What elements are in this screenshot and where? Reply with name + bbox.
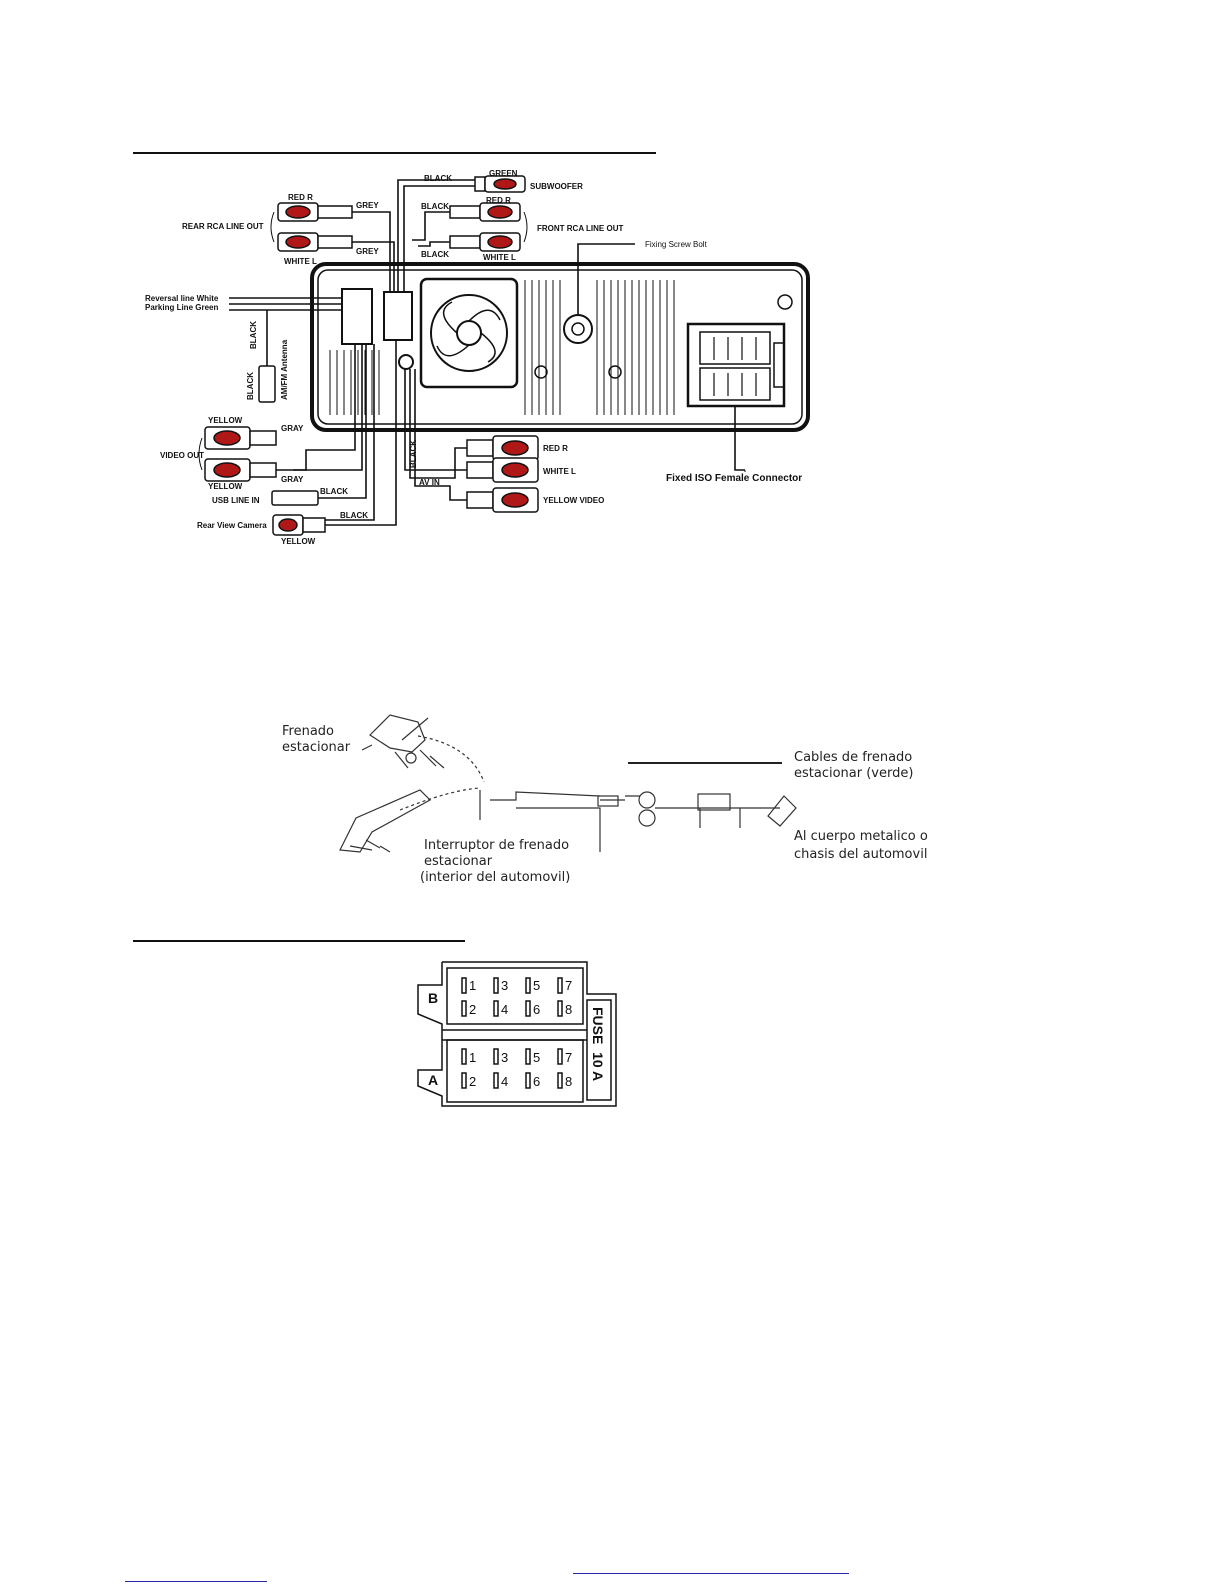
pin-b-2: 2 — [469, 1002, 476, 1017]
pin-a-3: 3 — [501, 1050, 508, 1065]
av-in-wire-label: BLACK — [409, 440, 418, 468]
video-out-label: VIDEO OUT — [160, 451, 204, 460]
front-black-wire-1: BLACK — [421, 202, 449, 211]
av-in-label: AV IN — [419, 478, 440, 487]
section-rule-top — [133, 152, 656, 154]
pin-a-7: 7 — [565, 1050, 572, 1065]
parking-brake-diagram: Frenado estacionar Cables de frenado est… — [282, 714, 928, 885]
subwoofer-wire-label: BLACK — [424, 174, 452, 183]
rear-grey-wire-1: GREY — [356, 201, 379, 210]
antenna-wire-1: BLACK — [249, 321, 258, 349]
antenna-label: AM/FM Antenna — [280, 339, 289, 400]
wiring-diagram: BLACK GREEN SUBWOOFER RED R REAR RCA LIN… — [145, 169, 810, 546]
antenna-wire-2: BLACK — [246, 372, 255, 400]
pin-a-4: 4 — [501, 1074, 508, 1089]
pin-b-5: 5 — [533, 978, 540, 993]
usb-wire-label: BLACK — [320, 487, 348, 496]
pin-b-6: 6 — [533, 1002, 540, 1017]
pin-b-3: 3 — [501, 978, 508, 993]
pin-a-5: 5 — [533, 1050, 540, 1065]
iso-connector-label: Fixed ISO Female Connector — [666, 473, 802, 484]
switch-label-line-1: Interruptor de frenado — [424, 838, 569, 853]
section-rule-connector — [133, 940, 465, 942]
pin-a-6: 6 — [533, 1074, 540, 1089]
av-in-yellow-label: YELLOW VIDEO — [543, 496, 604, 505]
av-in-white-label: WHITE L — [543, 467, 576, 476]
block-b-label: B — [428, 990, 438, 1006]
subwoofer-label: SUBWOOFER — [530, 182, 583, 191]
fuse-label: FUSE 10 A — [590, 1007, 606, 1081]
ground-label-line-2: chasis del automovil — [794, 847, 927, 862]
pin-b-4: 4 — [501, 1002, 508, 1017]
head-unit-chassis — [310, 262, 810, 432]
rear-rca-label: REAR RCA LINE OUT — [182, 222, 264, 231]
camera-jack-label: YELLOW — [281, 537, 316, 546]
av-in-red-label: RED R — [543, 444, 568, 453]
cable-bundle — [229, 179, 745, 526]
footer-link-rule-center — [573, 1573, 849, 1574]
ground-label-line-1: Al cuerpo metalico o — [794, 829, 928, 844]
camera-label: Rear View Camera — [197, 521, 267, 530]
block-a-label: A — [428, 1072, 438, 1088]
video-out-top-label: YELLOW — [208, 416, 243, 425]
rear-red-label: RED R — [288, 193, 313, 202]
pin-b-8: 8 — [565, 1002, 572, 1017]
cables-label-line-1: Cables de frenado — [794, 750, 912, 765]
video-gray-wire-2: GRAY — [281, 475, 304, 484]
iso-connector-outline — [417, 961, 617, 1107]
rear-grey-wire-2: GREY — [356, 247, 379, 256]
switch-label-line-3: (interior del automovil) — [420, 870, 570, 885]
brake-label-line-2: estacionar — [282, 740, 351, 755]
usb-label: USB LINE IN — [212, 496, 260, 505]
pin-b-1: 1 — [469, 978, 476, 993]
rca-jacks — [204, 175, 539, 536]
brake-sketch — [339, 714, 797, 853]
switch-label-line-2: estacionar — [424, 854, 493, 869]
pin-a-1: 1 — [469, 1050, 476, 1065]
brake-label-line-1: Frenado — [282, 724, 334, 739]
cables-label-line-2: estacionar (verde) — [794, 766, 913, 781]
front-black-wire-2: BLACK — [421, 250, 449, 259]
front-white-label: WHITE L — [483, 253, 516, 262]
video-gray-wire-1: GRAY — [281, 424, 304, 433]
front-rca-label: FRONT RCA LINE OUT — [537, 224, 623, 233]
parking-line-label: Parking Line Green — [145, 303, 218, 312]
rear-white-label: WHITE L — [284, 257, 317, 266]
camera-wire-label: BLACK — [340, 511, 368, 520]
subwoofer-jack-label: GREEN — [489, 169, 518, 178]
screw-bolt-label: Fixing Screw Bolt — [645, 240, 708, 249]
pin-a-2: 2 — [469, 1074, 476, 1089]
video-out-bottom-label: YELLOW — [208, 482, 243, 491]
pin-b-7: 7 — [565, 978, 572, 993]
footer-link-rule-left — [125, 1581, 267, 1582]
front-red-label: RED R — [486, 196, 511, 205]
pin-a-8: 8 — [565, 1074, 572, 1089]
iso-connector-diagram: B A 1 3 5 7 2 4 6 8 1 3 5 7 2 4 6 8 FUSE… — [417, 961, 617, 1107]
reverse-line-label: Reversal line White — [145, 294, 219, 303]
